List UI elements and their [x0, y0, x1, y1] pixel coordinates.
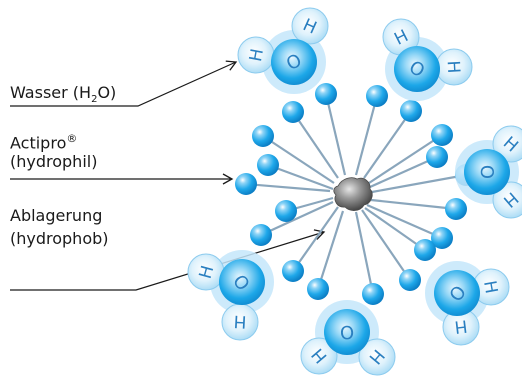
oxygen-atom [219, 259, 265, 305]
surfactant-head-5 [431, 124, 453, 146]
hydrogen-symbol: H [233, 311, 247, 332]
hydrogen-symbol: H [246, 47, 268, 63]
water-molecule-4: HHO [187, 250, 274, 341]
actipro-leader [10, 173, 234, 185]
oxygen-symbol: O [476, 165, 497, 179]
oxygen-atom [464, 149, 510, 195]
hydrogen-atom [358, 338, 396, 376]
surfactant-tail-18 [369, 155, 438, 189]
deposit-particle [333, 177, 373, 211]
leader-line [10, 61, 237, 107]
water-molecule-5: HHO [425, 261, 510, 346]
surfactant-head-3 [366, 85, 388, 107]
arrowhead [313, 229, 326, 240]
hydrogen-atom [492, 181, 522, 219]
hydrogen-symbol: H [479, 279, 501, 295]
water-leader [10, 60, 238, 107]
actipro-label: Actipro® [10, 128, 77, 154]
surfactant-head-6 [252, 125, 274, 147]
surfactant-head-11 [282, 260, 304, 282]
surfactant-head-18 [426, 146, 448, 168]
hydrogen-atom [300, 337, 338, 375]
hydrogen-atom [291, 7, 329, 45]
leader-line [10, 231, 325, 291]
water-molecule-2: HHO [382, 18, 473, 101]
surfactant-head-17 [257, 154, 279, 176]
surfactant-head-16 [275, 200, 297, 222]
actipro-label-name: Actipro [10, 133, 67, 153]
oxygen-atom [324, 309, 370, 355]
water-label-prefix: Wasser (H [10, 83, 92, 102]
surfactant-tail-6 [262, 135, 335, 184]
surfactant-head-14 [362, 283, 384, 305]
hydrogen-symbol: H [453, 315, 468, 336]
hydrogen-symbol: H [196, 263, 219, 281]
surfactant-tail-10 [260, 201, 334, 236]
oxygen-atom [394, 46, 440, 92]
surfactant-head-15 [399, 269, 421, 291]
hydrogen-symbol: H [443, 60, 464, 74]
water-molecule-1: HHO [237, 7, 329, 94]
surfactant-head-1 [282, 101, 304, 123]
surfactant-head-12 [431, 227, 453, 249]
surfactant-tail-8 [371, 173, 467, 194]
surfactant-tail-7 [245, 182, 331, 193]
arrowhead [225, 60, 238, 71]
leader-lines [10, 60, 326, 291]
water-label: Wasser (H2O) [10, 82, 116, 111]
water-label-suffix: O) [97, 83, 117, 102]
surfactant-head-9 [445, 198, 467, 220]
surfactant-head-7 [235, 173, 257, 195]
surfactant-tails [245, 93, 467, 295]
surfactant-tail-2 [324, 93, 347, 176]
surfactant-tail-12 [366, 203, 443, 240]
arrowhead [222, 173, 234, 185]
oxygen-atom [271, 39, 317, 85]
surfactant-head-19 [414, 239, 436, 261]
surfactant-tail-15 [361, 209, 411, 281]
surfactant-tail-1 [292, 111, 339, 179]
oxygen-atom [434, 270, 480, 316]
surfactant-tail-14 [354, 211, 375, 295]
registered-mark: ® [66, 132, 78, 145]
water-molecule-3: HHO [455, 125, 522, 219]
surfactant-head-13 [307, 278, 329, 300]
surfactant-tail-17 [267, 163, 334, 191]
surfactant-tail-19 [364, 207, 426, 251]
surfactant-tail-5 [368, 134, 443, 184]
deposit-label: Ablagerung [10, 206, 103, 225]
actipro-property-label: (hydrophil) [10, 152, 98, 171]
oxygen-symbol: O [339, 321, 354, 343]
water-label-subscript: 2 [91, 94, 98, 106]
surfactant-head-10 [250, 224, 272, 246]
deposit-leader [10, 229, 326, 291]
surfactant-tail-13 [316, 210, 345, 290]
surfactant-tail-9 [370, 198, 457, 211]
surfactant-head-4 [400, 100, 422, 122]
hydrogen-atom [492, 125, 522, 163]
deposit-property-label: (hydrophob) [10, 229, 109, 248]
surfactant-tail-3 [354, 95, 379, 176]
surfactant-tail-4 [363, 110, 412, 179]
surfactant-head-2 [315, 83, 337, 105]
surfactant-tail-11 [292, 206, 339, 272]
